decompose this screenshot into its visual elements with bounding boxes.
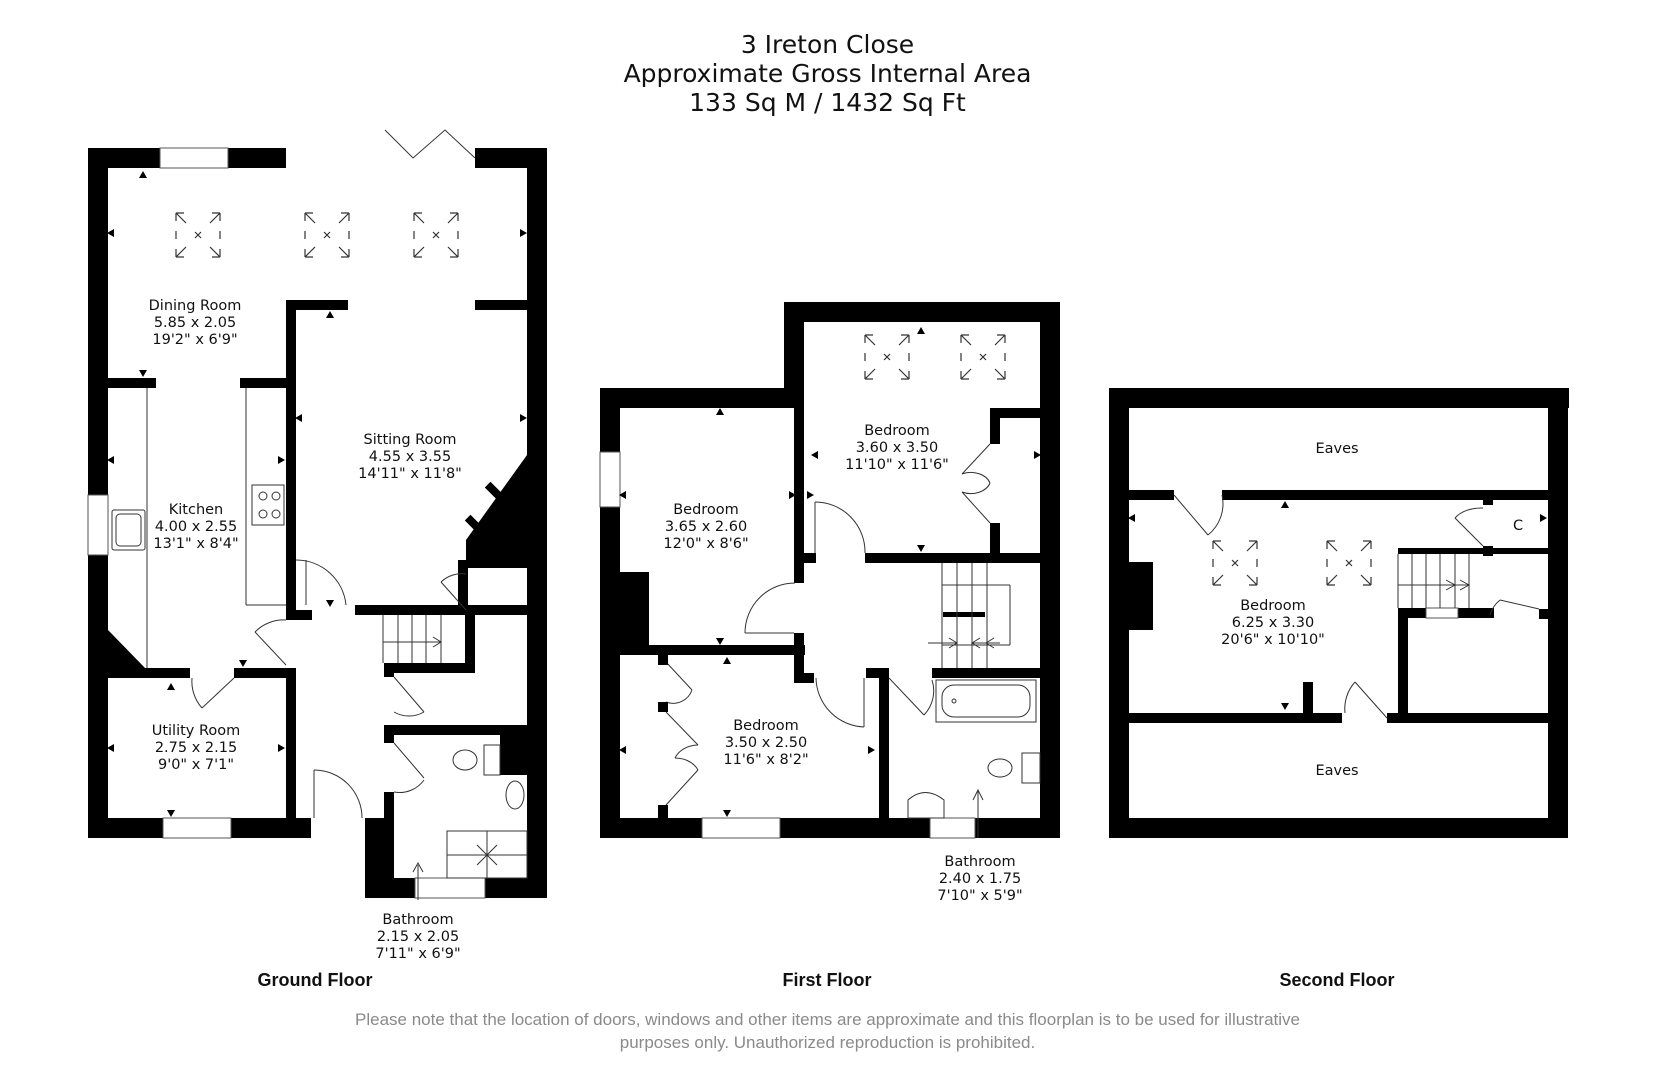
second-floor-plan bbox=[1109, 388, 1569, 838]
room-label-bedroom-2: Bedroom 3.60 x 3.50 11'10" x 11'6" bbox=[845, 423, 949, 473]
room-label-eaves-bottom: Eaves bbox=[1315, 763, 1359, 779]
ground-floor-plan bbox=[88, 148, 547, 898]
first-floor-plan bbox=[600, 302, 1060, 838]
room-label-bedroom-3: Bedroom 3.50 x 2.50 11'6" x 8'2" bbox=[723, 718, 809, 768]
area-value: 133 Sq M / 1432 Sq Ft bbox=[689, 88, 966, 117]
room-label-first-bathroom: Bathroom 2.40 x 1.75 7'10" x 5'9" bbox=[937, 854, 1023, 904]
floor-title-first: First Floor bbox=[782, 970, 872, 990]
room-label-kitchen: Kitchen 4.00 x 2.55 13'1" x 8'4" bbox=[153, 502, 239, 552]
floor-title-second: Second Floor bbox=[1279, 970, 1395, 990]
room-label-dining-room: Dining Room 5.85 x 2.05 19'2" x 6'9" bbox=[148, 298, 242, 348]
floor-title-ground: Ground Floor bbox=[257, 970, 373, 990]
room-label-bedroom-loft: Bedroom 6.25 x 3.30 20'6" x 10'10" bbox=[1221, 598, 1325, 648]
room-label-cupboard: C bbox=[1512, 518, 1524, 534]
room-label-bedroom-1: Bedroom 3.65 x 2.60 12'0" x 8'6" bbox=[663, 502, 749, 552]
room-label-ground-bathroom: Bathroom 2.15 x 2.05 7'11" x 6'9" bbox=[375, 912, 461, 962]
property-address: 3 Ireton Close bbox=[740, 30, 915, 59]
area-title: Approximate Gross Internal Area bbox=[623, 59, 1032, 88]
room-label-sitting-room: Sitting Room 4.55 x 3.55 14'11" x 11'8" bbox=[358, 432, 462, 482]
room-label-utility-room: Utility Room 2.75 x 2.15 9'0" x 7'1" bbox=[151, 723, 241, 773]
room-label-eaves-top: Eaves bbox=[1315, 441, 1359, 457]
disclaimer: Please note that the location of doors, … bbox=[355, 1010, 1300, 1052]
